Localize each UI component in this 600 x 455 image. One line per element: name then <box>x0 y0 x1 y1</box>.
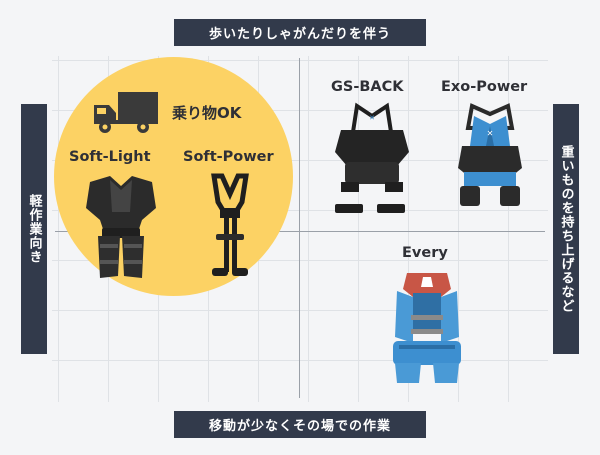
truck-icon <box>94 92 158 133</box>
product-name-exo-power: Exo-Power <box>441 79 528 95</box>
gs-back-suit-image: ✕ <box>335 102 409 213</box>
soft-light-suit-image <box>86 176 156 278</box>
product-name-soft-power: Soft-Power <box>183 149 274 165</box>
product-name-gs-back: GS-BACK <box>331 79 404 95</box>
exo-power-suit-image: ✕ <box>458 103 522 206</box>
vehicle-ok-label: 乗り物OK <box>172 104 242 122</box>
soft-power-suit-image <box>211 173 249 276</box>
svg-text:✕: ✕ <box>487 129 494 138</box>
vertical-axis <box>299 58 300 398</box>
axis-label-left: 軽作業向き <box>21 104 47 354</box>
every-suit-image <box>393 273 461 383</box>
product-name-soft-light: Soft-Light <box>69 149 151 165</box>
horizontal-axis <box>55 231 545 232</box>
axis-label-right: 重いものを持ち上げるなど <box>553 104 579 354</box>
axis-label-bottom: 移動が少なくその場での作業 <box>174 411 426 438</box>
vehicle-ok-circle <box>54 57 293 296</box>
product-name-every: Every <box>402 245 448 261</box>
axis-label-top: 歩いたりしゃがんだりを伴う <box>174 19 426 46</box>
svg-text:✕: ✕ <box>369 114 375 122</box>
